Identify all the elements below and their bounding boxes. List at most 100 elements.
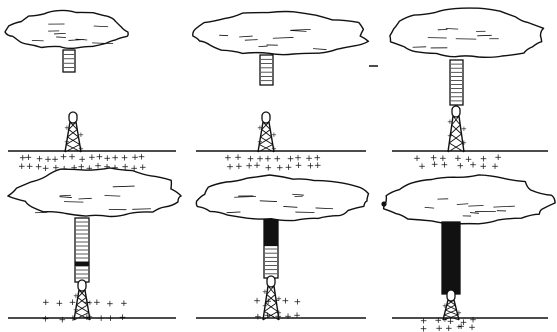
panel-5: ++++++++++++++ — [196, 175, 369, 323]
storm-cloud — [384, 175, 555, 224]
tower-top-bulb — [78, 280, 86, 291]
ground-charge-plus: + — [307, 162, 315, 172]
leader-channel — [264, 220, 278, 278]
leader-channel — [260, 55, 273, 85]
ground-charge-plus: + — [282, 296, 290, 306]
ground-charge-plus: + — [59, 315, 67, 325]
ground-charge-plus: + — [235, 162, 243, 172]
charge-plus: + — [257, 124, 263, 132]
ground-charge-plus: + — [272, 296, 280, 306]
cloud-shading — [64, 202, 83, 203]
ground-charge-plus: + — [253, 161, 261, 171]
ground-charge-plus: + — [120, 299, 128, 309]
charge-plus: + — [78, 145, 84, 153]
storm-cloud — [8, 168, 181, 217]
leader-channel-outline — [450, 60, 463, 105]
ground-charge-plus: + — [245, 162, 253, 172]
tower-top-bulb — [267, 276, 275, 287]
ground-charge-plus: + — [294, 298, 302, 308]
ground-charge-plus: + — [18, 162, 26, 172]
leader-channel — [450, 60, 463, 105]
ground-charge-plus: + — [418, 162, 426, 172]
ground-charge-plus: + — [93, 298, 101, 308]
ground-charge-plus: + — [468, 323, 476, 332]
ground-charge-plus: + — [69, 314, 77, 324]
storm-cloud — [193, 11, 369, 54]
ground-charge-plus: + — [284, 312, 292, 322]
charge-plus: + — [78, 131, 84, 139]
charge-plus: + — [461, 125, 467, 133]
charge-plus: + — [456, 309, 462, 317]
storm-cloud — [390, 8, 544, 57]
charge-plus: + — [447, 118, 453, 126]
ground-charge-plus: + — [69, 298, 77, 308]
ground-charge-plus: + — [139, 163, 147, 173]
storm-cloud — [196, 175, 368, 221]
ground-charge-plus: + — [491, 162, 499, 172]
ground-charge-plus: + — [111, 154, 119, 164]
cloud-shading — [245, 40, 258, 41]
ground-charge-plus: + — [457, 162, 465, 172]
charge-plus: + — [271, 145, 277, 153]
charge-plus: + — [271, 131, 277, 139]
ground-charge-plus: + — [42, 298, 50, 308]
panel-1: ++++++++++++++++++++++++++++++++++ — [5, 10, 176, 174]
ground-charge-plus: + — [274, 312, 282, 322]
charge-plus: + — [461, 139, 467, 147]
ground-charge-plus: + — [265, 163, 273, 173]
ground-charge-plus: + — [68, 153, 76, 163]
tower: + + + + — [447, 106, 467, 152]
tower-top-bulb — [452, 106, 460, 117]
cloud-charge-dot — [381, 201, 386, 206]
charge-plus: + — [257, 138, 263, 146]
ground-charge-plus: + — [314, 161, 322, 171]
panel-4: ++++++++++++++++++ — [8, 168, 181, 326]
charge-plus: + — [64, 124, 70, 132]
ground-charge-plus: + — [106, 299, 114, 309]
ground-charge-plus: + — [60, 153, 68, 163]
cloud-shading — [32, 40, 44, 41]
ground-charge-plus: + — [293, 311, 301, 321]
tower: + + + + — [64, 112, 84, 153]
leader-charge-fill — [264, 220, 278, 246]
ground-charge-plus: + — [441, 161, 449, 171]
ground-charge-plus: + — [42, 314, 50, 324]
storm-cloud — [5, 10, 128, 48]
ground-charge-plus: + — [445, 324, 453, 332]
ground-charge-plus: + — [264, 311, 272, 321]
charge-plus: + — [64, 138, 70, 146]
panels-root: ++++++++++++++++++++++++++++++++++++++++… — [5, 8, 555, 332]
ground-charge-plus: + — [431, 160, 439, 170]
panel-3: ++++++++++++++++++ — [390, 8, 548, 172]
charge-plus: + — [262, 288, 268, 296]
ground-charge-plus: + — [83, 313, 91, 323]
leader-charge-fill — [442, 222, 460, 294]
cloud-shading — [54, 33, 66, 34]
ground-charge-plus: + — [226, 163, 234, 173]
ground-charge-plus: + — [276, 163, 284, 173]
ground-charge-plus: + — [457, 322, 465, 332]
panel-6: ++++++++++++++ — [384, 175, 555, 332]
tower-top-bulb — [447, 290, 455, 301]
ground-charge-plus: + — [26, 162, 34, 172]
leader-channel-outline — [63, 50, 75, 72]
ground-charge-plus: + — [119, 313, 127, 323]
tower-top-bulb — [262, 112, 270, 123]
charge-plus: + — [442, 302, 448, 310]
ground-charge-plus: + — [285, 163, 293, 173]
ground-charge-plus: + — [420, 324, 428, 332]
charge-plus: + — [447, 132, 453, 140]
leader-charge-fill — [75, 262, 89, 266]
ground-charge-plus: + — [107, 314, 115, 324]
leader-channel — [75, 218, 89, 282]
ground-charge-plus: + — [435, 324, 443, 332]
ground-charge-plus: + — [254, 313, 262, 323]
leader-channel — [442, 222, 460, 294]
tower-brace — [444, 310, 456, 315]
ground-charge-plus: + — [264, 297, 272, 307]
leader-channel — [63, 50, 75, 72]
ground-charge-plus: + — [97, 314, 105, 324]
tower-top-bulb — [69, 112, 77, 123]
ground-charge-plus: + — [480, 162, 488, 172]
